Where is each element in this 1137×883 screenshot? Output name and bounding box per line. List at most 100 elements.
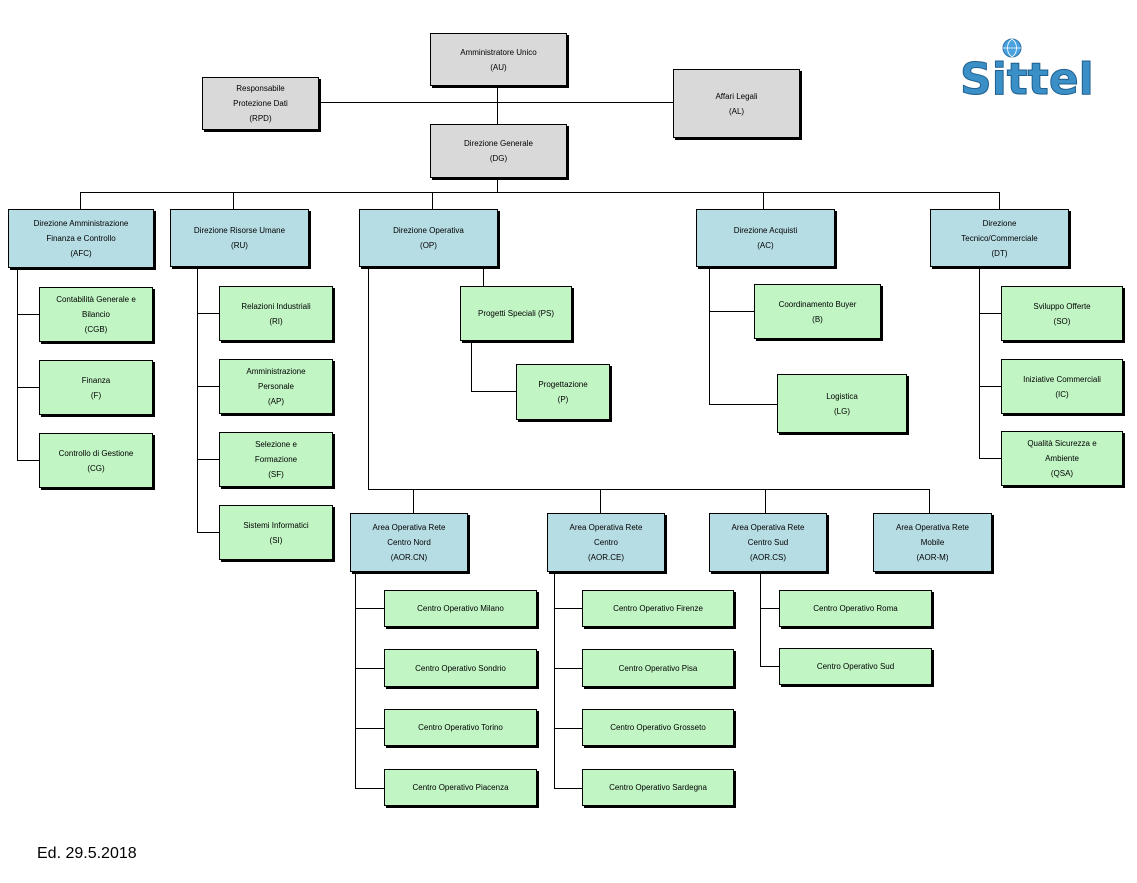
node-label-line: (RI) (269, 316, 283, 326)
node-label-line: (AP) (268, 397, 284, 406)
node-label-line: (DT) (991, 248, 1008, 258)
node-label-line: Amministrazione (246, 367, 306, 376)
node-label-line: Contabilità Generale e (56, 295, 136, 304)
node-label-line: Ambiente (1045, 454, 1079, 463)
node-label-line: Progettazione (538, 380, 588, 389)
connector (765, 489, 766, 513)
node-sardegna: Centro Operativo Sardegna (582, 769, 734, 806)
node-label-line: Direzione Amministrazione (33, 219, 129, 228)
node-label-line: (OP) (420, 241, 437, 250)
node-label-line: Selezione e (255, 440, 297, 449)
connector (763, 192, 764, 209)
connector (80, 192, 1000, 193)
node-label-line: Centro Sud (747, 538, 789, 547)
node-label-line: Finanza e Controllo (46, 234, 116, 243)
node-label-line: Finanza (81, 375, 111, 385)
node-label-line: Centro Operativo Milano (417, 604, 504, 613)
node-label-line: (B) (812, 314, 823, 324)
node-label-line: (LG) (834, 406, 850, 416)
connector (197, 532, 219, 533)
node-ps: Progetti Speciali (PS) (460, 286, 572, 341)
connector (17, 314, 39, 315)
connector (483, 267, 484, 286)
node-label-line: Relazioni Industriali (241, 301, 311, 311)
node-label-line: (F) (90, 390, 102, 400)
node-label-line: Logistica (826, 391, 858, 401)
connector (760, 666, 779, 667)
node-label-line: (SO) (1053, 316, 1071, 326)
node-label-line: (AU) (490, 62, 507, 72)
connector (600, 489, 601, 513)
node-label-line: (AFC) (70, 249, 92, 258)
node-label-line: Direzione Generale (464, 139, 533, 148)
node-label-line: Area Operativa Rete (731, 523, 805, 532)
node-label-line: Centro Nord (387, 538, 431, 547)
node-ic: Iniziative Commerciali(IC) (1001, 359, 1123, 414)
node-label-line: (AC) (757, 241, 774, 250)
connector (760, 608, 779, 609)
node-label-line: (SI) (269, 535, 283, 545)
connector (999, 192, 1000, 209)
connector (979, 313, 1001, 314)
node-al: Affari Legali(AL) (673, 69, 800, 138)
connector (497, 86, 498, 124)
node-label-line: (AOR-M) (916, 553, 949, 562)
node-piacenza: Centro Operativo Piacenza (384, 769, 537, 806)
node-dg: Direzione Generale(DG) (430, 124, 567, 178)
node-label-line: Centro Operativo Pisa (618, 663, 698, 673)
node-sondrio: Centro Operativo Sondrio (384, 649, 537, 687)
node-label-line: Affari Legali (715, 91, 758, 101)
connector (979, 386, 1001, 387)
connector (413, 489, 414, 513)
node-so: Sviluppo Offerte(SO) (1001, 286, 1123, 341)
node-label-line: Centro Operativo Torino (418, 723, 503, 732)
node-label-line: Controllo di Gestione (58, 448, 134, 458)
connector (497, 178, 498, 192)
node-label-line: Direzione (982, 218, 1017, 228)
node-ru: Direzione Risorse Umane (RU) (170, 209, 309, 267)
node-torino: Centro Operativo Torino (384, 709, 537, 746)
connector (554, 668, 582, 669)
node-label-line: Sistemi Informatici (243, 520, 309, 530)
node-label-line: Area Operativa Rete (896, 523, 969, 532)
node-label-line: Direzione Acquisti (733, 226, 798, 235)
node-b: Coordinamento Buyer(B) (754, 284, 881, 339)
connector (709, 267, 710, 405)
connector (355, 572, 356, 789)
connector (355, 728, 384, 729)
connector (709, 311, 754, 312)
node-sud: Centro Operativo Sud (779, 648, 932, 685)
connector (197, 386, 219, 387)
connector (197, 459, 219, 460)
connector (979, 267, 980, 459)
connector (368, 489, 930, 490)
node-label-line: Direzione Risorse Umane (193, 226, 286, 235)
node-lg: Logistica (LG) (777, 374, 907, 433)
connector (554, 572, 555, 789)
connector (318, 102, 673, 103)
connector (17, 268, 18, 461)
node-label-line: Formazione (254, 455, 298, 464)
connector (432, 192, 433, 209)
node-label-line: (AOR.CS) (750, 553, 786, 562)
globe-meridian (1003, 38, 1021, 58)
node-label-line: (RU) (231, 241, 248, 250)
node-label-line: Progetti Speciali (PS) (477, 309, 555, 318)
node-label-line: Bilancio (81, 310, 110, 319)
node-label-line: Area Operativa Rete (372, 523, 446, 532)
node-roma: Centro Operativo Roma (779, 590, 932, 627)
node-label-line: Area Operativa Rete (569, 523, 643, 532)
node-label-line: Tecnico/Commerciale (961, 233, 1038, 243)
connector (471, 391, 516, 392)
node-label-line: (AOR.CN) (390, 553, 428, 562)
node-label-line: (CG) (87, 463, 105, 473)
